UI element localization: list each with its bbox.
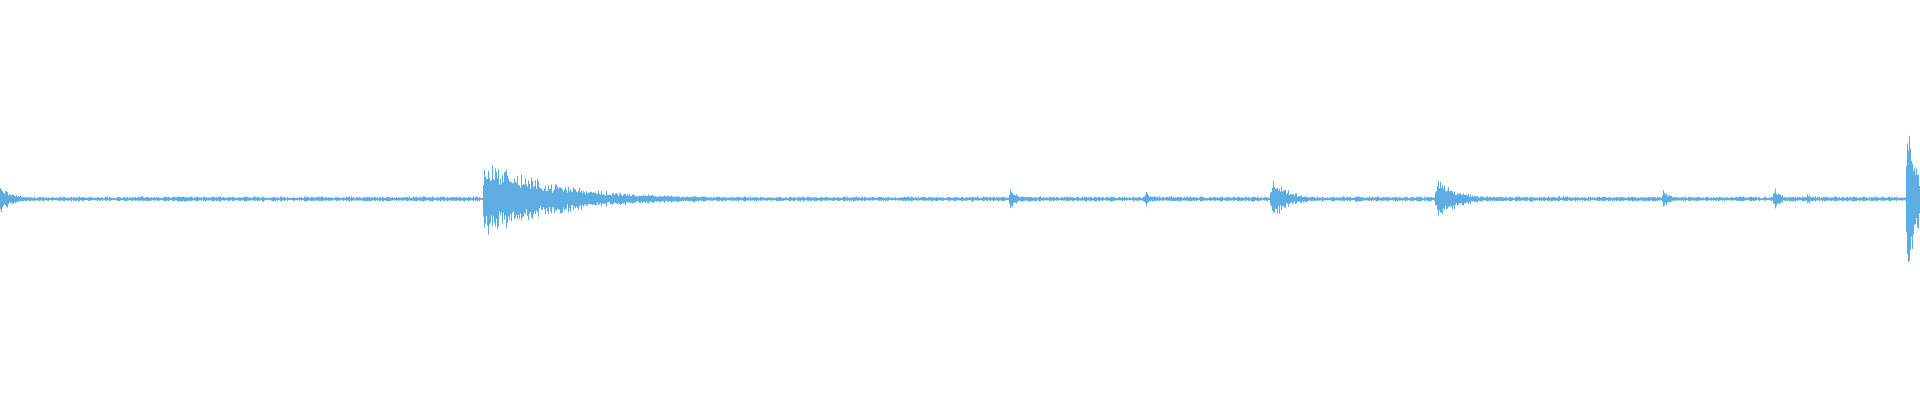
waveform-samples <box>0 135 1920 262</box>
waveform-path <box>0 135 1920 262</box>
